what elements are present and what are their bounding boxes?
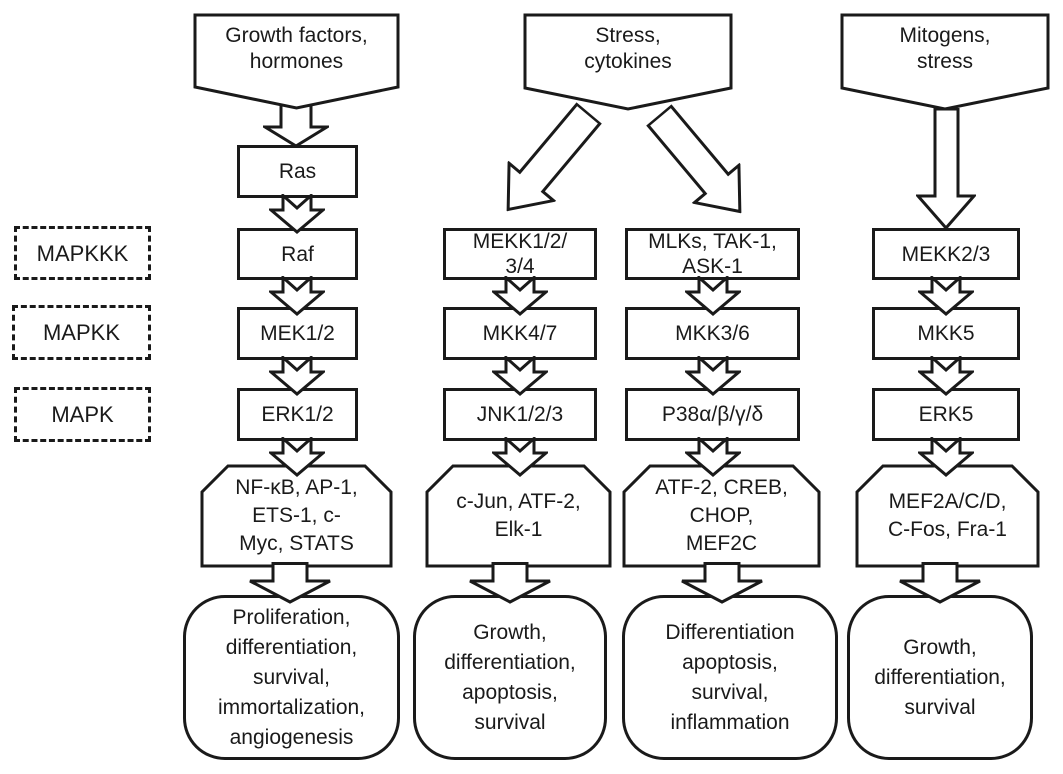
block-arrow-down-icon xyxy=(469,562,551,604)
node-erk5: ERK5 xyxy=(872,388,1020,441)
outcome-label: Growth, differentiation, apoptosis, surv… xyxy=(444,620,576,734)
block-arrow-down-icon xyxy=(249,562,331,604)
outcome-label: Differentiation apoptosis, survival, inf… xyxy=(665,620,795,734)
level-label-text: MAPKKK xyxy=(36,240,129,266)
input-mitogens-stress: Mitogens, stress xyxy=(840,13,1050,111)
notched-arrow-down-icon xyxy=(269,356,325,396)
notched-arrow-down-icon xyxy=(685,437,741,477)
tf-node-nfkb-ap1-ets1-cmyc-stats: NF-κB, AP-1, ETS-1, c- Myc, STATS xyxy=(200,464,393,568)
node-mkk3-6: MKK3/6 xyxy=(625,307,800,360)
input-label: Stress, cytokines xyxy=(584,24,672,73)
level-label-mapk: MAPK xyxy=(14,387,151,442)
level-label-text: MAPKK xyxy=(42,320,121,345)
level-label-mapkk: MAPKK xyxy=(12,305,151,360)
node-mekk2-3: MEKK2/3 xyxy=(872,228,1020,280)
input-stress-cytokines: Stress, cytokines xyxy=(523,13,733,111)
node-label: MKK4/7 xyxy=(482,322,558,345)
notched-arrow-down-icon xyxy=(269,194,325,234)
level-label-mapkkk: MAPKKK xyxy=(14,226,151,280)
pentagon-down-shape xyxy=(523,13,733,111)
notched-arrow-down-icon xyxy=(918,356,974,396)
outcome-growth-apoptosis: Growth, differentiation, apoptosis, surv… xyxy=(413,595,607,760)
tf-label: NF-κB, AP-1, ETS-1, c- Myc, STATS xyxy=(235,476,358,555)
node-label: Ras xyxy=(278,160,317,183)
tf-node-cjun-atf2-elk1: c-Jun, ATF-2, Elk-1 xyxy=(425,464,612,568)
node-label: ERK5 xyxy=(918,403,974,426)
node-ras: Ras xyxy=(237,145,358,198)
node-label: MKK5 xyxy=(917,322,975,345)
chamfered-box-shape xyxy=(425,464,612,568)
pentagon-down-shape xyxy=(840,13,1050,111)
node-label: Raf xyxy=(281,242,314,266)
notched-arrow-down-icon xyxy=(685,356,741,396)
block-arrow-down-icon xyxy=(916,108,976,230)
node-label: JNK1/2/3 xyxy=(476,403,564,426)
notched-arrow-down-icon xyxy=(492,437,548,477)
node-label: MEK1/2 xyxy=(260,322,335,345)
tf-label: MEF2A/C/D, C-Fos, Fra-1 xyxy=(887,490,1007,541)
node-raf: Raf xyxy=(237,228,358,280)
block-arrow-down-icon xyxy=(681,562,763,604)
pentagon-down-shape xyxy=(193,13,400,110)
notched-arrow-down-icon xyxy=(269,276,325,316)
diagonal-arrow-down-left-icon xyxy=(506,101,603,212)
notched-arrow-down-icon xyxy=(269,437,325,477)
diagonal-arrow-down-right-icon xyxy=(645,103,742,214)
node-label: ERK1/2 xyxy=(261,403,334,426)
level-label-text: MAPK xyxy=(51,402,114,427)
chamfered-box-shape xyxy=(855,464,1040,568)
outcome-label: Proliferation, differentiation, survival… xyxy=(217,605,366,749)
node-label: MEKK2/3 xyxy=(901,242,991,266)
input-label: Growth factors, hormones xyxy=(225,23,368,73)
node-erk1-2: ERK1/2 xyxy=(237,388,358,441)
outcome-growth-survival: Growth, differentiation, survival xyxy=(847,595,1033,760)
chamfered-box-shape xyxy=(622,464,821,568)
tf-node-atf2-creb-chop-mef2c: ATF-2, CREB, CHOP, MEF2C xyxy=(622,464,821,568)
node-label: MEKK1/2/ 3/4 xyxy=(472,230,568,278)
notched-arrow-down-icon xyxy=(492,276,548,316)
outcome-label: Growth, differentiation, survival xyxy=(874,635,1006,719)
outcome-proliferation: Proliferation, differentiation, survival… xyxy=(183,595,400,760)
tf-label: c-Jun, ATF-2, Elk-1 xyxy=(456,490,581,541)
block-arrow-down-icon xyxy=(899,562,981,604)
node-label: P38α/β/γ/δ xyxy=(661,403,764,426)
node-mlks-tak1-ask1: MLKs, TAK-1, ASK-1 xyxy=(625,228,800,280)
input-label: Mitogens, stress xyxy=(899,24,991,73)
tf-node-mef2a-cfos-fra1: MEF2A/C/D, C-Fos, Fra-1 xyxy=(855,464,1040,568)
node-label: MLKs, TAK-1, ASK-1 xyxy=(648,230,777,278)
chamfered-box-shape xyxy=(200,464,393,568)
notched-arrow-down-icon xyxy=(492,356,548,396)
notched-arrow-down-icon xyxy=(918,276,974,316)
notched-arrow-down-icon xyxy=(685,276,741,316)
notched-arrow-down-icon xyxy=(918,437,974,477)
tf-label: ATF-2, CREB, CHOP, MEF2C xyxy=(655,476,788,555)
node-label: MKK3/6 xyxy=(675,322,750,345)
outcome-differentiation-inflammation: Differentiation apoptosis, survival, inf… xyxy=(622,595,838,760)
input-growth-factors-hormones: Growth factors, hormones xyxy=(193,13,400,110)
node-jnk1-2-3: JNK1/2/3 xyxy=(443,388,597,441)
node-mekk1-2-3-4: MEKK1/2/ 3/4 xyxy=(443,228,597,280)
